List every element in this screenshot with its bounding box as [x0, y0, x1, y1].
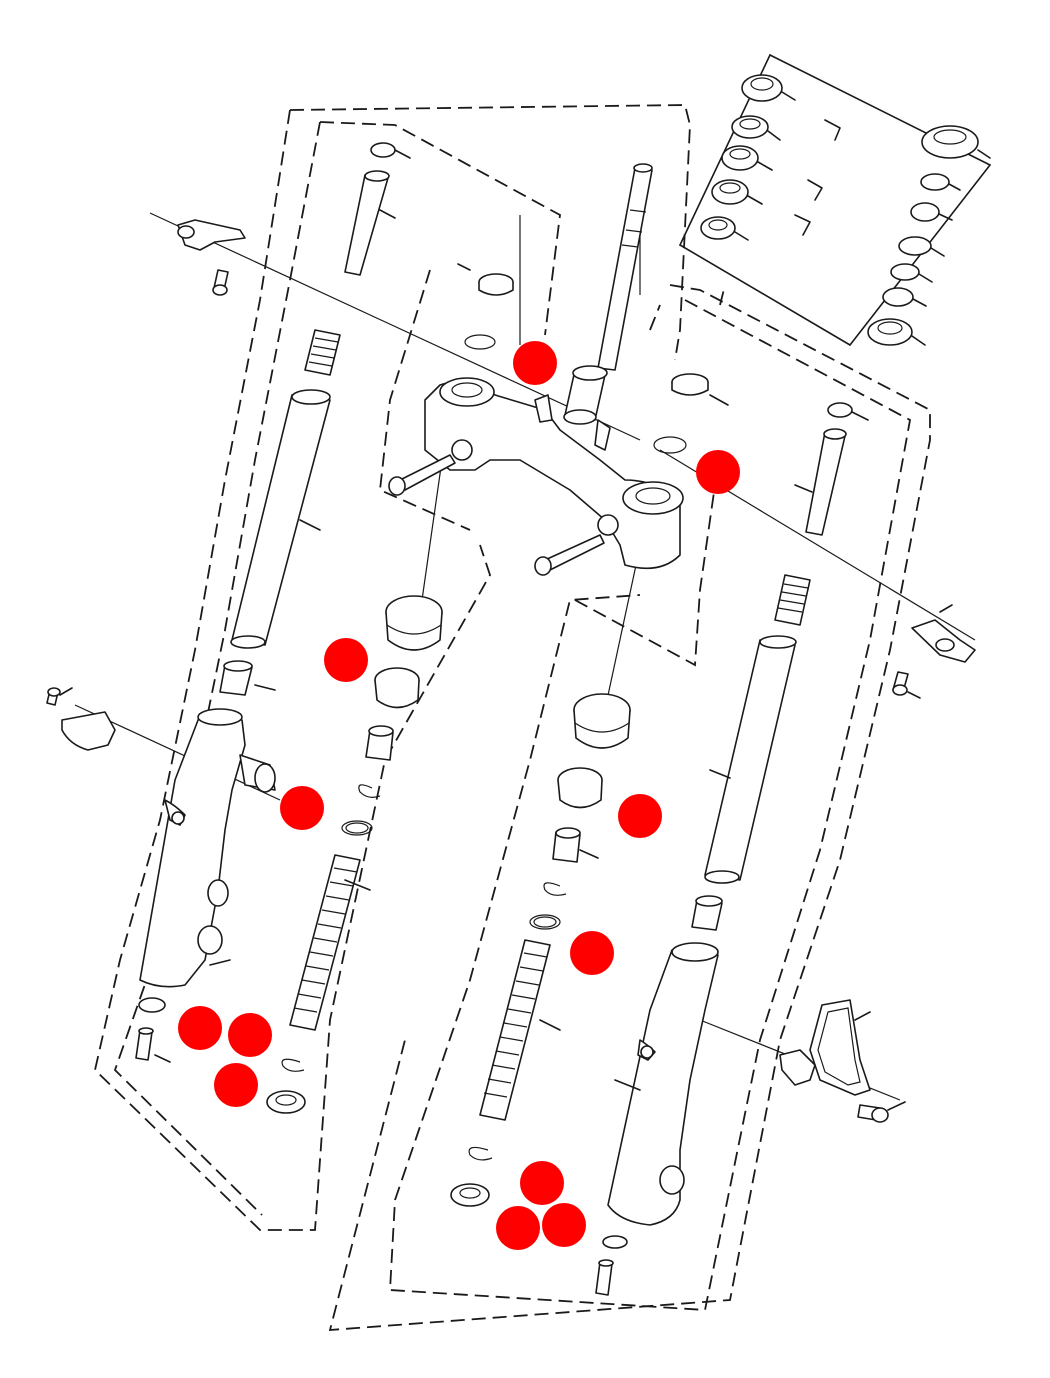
red-marker-dots: [178, 341, 740, 1250]
red-marker-dot: [280, 786, 324, 830]
right-washer: [602, 1235, 628, 1249]
left-o-ring: [341, 820, 373, 836]
left-lower-circlip: [281, 1058, 305, 1072]
left-bottom-parts: [135, 997, 306, 1114]
left-bracket-mid: [46, 687, 116, 751]
left-fork-mid: [219, 595, 443, 836]
red-marker-dot: [542, 1203, 586, 1247]
red-marker-dot: [520, 1161, 564, 1205]
bearing-race-3: [711, 179, 763, 205]
left-dust-seal: [385, 595, 443, 651]
bearing-ball-ring-2: [700, 216, 749, 241]
right-fork-upper: [704, 402, 869, 884]
right-oil-seal: [557, 767, 603, 809]
red-marker-dot: [324, 638, 368, 682]
brake-hose-clamp: [779, 999, 906, 1123]
lock-nut-top: [921, 125, 991, 159]
cap-right: [671, 373, 729, 406]
cap-left: [457, 263, 514, 296]
red-marker-dot: [618, 794, 662, 838]
right-circlip: [543, 882, 567, 896]
red-marker-dot: [570, 931, 614, 975]
red-marker-dot: [513, 341, 557, 385]
right-lower-circlip: [468, 1146, 493, 1161]
under-bracket: [388, 377, 684, 576]
bearing-race-top: [741, 74, 796, 102]
right-short-spring: [774, 574, 811, 626]
left-drain-bolt: [135, 1027, 171, 1063]
ring-nut: [898, 236, 945, 257]
left-outer-tube: [139, 708, 276, 988]
red-marker-dot: [228, 1013, 272, 1057]
right-outer-tube: [607, 942, 719, 1226]
red-marker-dot: [214, 1063, 258, 1107]
top-caps: [457, 263, 729, 454]
bearing-cover: [867, 318, 926, 346]
red-marker-dot: [178, 1006, 222, 1050]
claw-washer: [910, 202, 953, 222]
left-inner-tube: [230, 389, 331, 649]
right-lower-seal: [450, 1183, 490, 1207]
left-washer: [138, 997, 166, 1013]
left-slide-metal: [219, 660, 276, 696]
right-piston: [552, 827, 599, 863]
left-piston: [365, 725, 394, 761]
steering-stem: [563, 163, 653, 425]
right-inner-tube: [704, 635, 797, 884]
red-marker-dot: [696, 450, 740, 494]
left-oil-seal: [374, 667, 420, 709]
pinch-bolt-right: [534, 534, 605, 576]
right-slide-metal: [691, 895, 723, 931]
bearing-set-group: [679, 54, 991, 346]
right-bracket-mid: [892, 604, 976, 699]
right-drain-bolt: [595, 1259, 614, 1296]
right-dust-seal: [573, 693, 631, 749]
left-bracket-top: [177, 219, 246, 296]
red-marker-dot: [496, 1206, 540, 1250]
ring-nut-2: [882, 287, 927, 307]
bearing-ball-ring-1: [731, 115, 781, 141]
left-fork-upper: [230, 142, 411, 649]
bearing-race-2: [721, 145, 773, 171]
o-ring-right: [653, 436, 687, 454]
washer-2: [890, 263, 933, 283]
right-bottom-parts: [450, 1146, 628, 1296]
washer-1: [920, 173, 961, 191]
dashed-group-outlines: [94, 104, 931, 1331]
right-main-spring: [479, 939, 561, 1121]
left-short-spring: [304, 329, 341, 376]
right-cap-bolt: [794, 402, 869, 536]
pinch-bolt-left: [388, 454, 456, 496]
left-lower-seal: [266, 1090, 306, 1114]
right-fork-mid: [529, 693, 723, 931]
left-cap-bolt: [344, 142, 411, 276]
left-circlip: [358, 784, 381, 798]
o-ring-left: [464, 334, 496, 350]
steering-nut-stack: [867, 125, 991, 346]
right-o-ring: [529, 914, 561, 930]
left-main-spring: [289, 854, 371, 1031]
